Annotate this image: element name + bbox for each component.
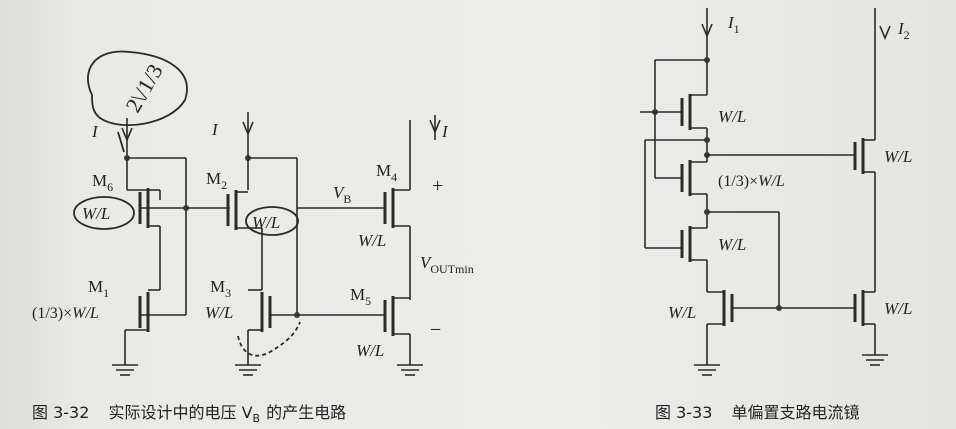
plus-sign: + bbox=[432, 175, 443, 197]
t4-wl: W/L bbox=[668, 303, 696, 322]
vb-label: VB bbox=[333, 183, 351, 206]
m2-label: M2 bbox=[206, 169, 227, 192]
current-label-m2: I bbox=[211, 120, 219, 139]
m3-wl: W/L bbox=[205, 303, 233, 322]
t1-wl: W/L bbox=[718, 107, 746, 126]
vout-label: VOUTmin bbox=[420, 253, 474, 276]
t6-wl: W/L bbox=[884, 299, 912, 318]
m5-wl: W/L bbox=[356, 341, 384, 360]
handwritten-circle-middle bbox=[245, 206, 299, 236]
current-label-left: I bbox=[91, 122, 99, 141]
handwritten-annotation bbox=[87, 50, 188, 126]
t3-wl: W/L bbox=[718, 235, 746, 254]
current-arrow-icon-i1 bbox=[701, 23, 713, 39]
figure-3-32: 2\/1/3 I M6 W/L M1 (1 bbox=[32, 50, 474, 376]
m1-wl: (1/3)×W/L bbox=[32, 305, 99, 322]
i1-label: I1 bbox=[727, 13, 740, 36]
m6-label: M6 bbox=[92, 171, 113, 194]
m2-wl: W/L bbox=[252, 213, 280, 232]
figure-3-33: I1 W/L (1/3)×W/L bbox=[640, 8, 912, 376]
m1-label: M1 bbox=[88, 277, 109, 300]
minus-sign: − bbox=[430, 319, 441, 341]
current-arrow-icon-i2 bbox=[879, 25, 891, 41]
figure2-caption: 图 3-33 单偏置支路电流镜 bbox=[655, 403, 860, 422]
m5-label: M5 bbox=[350, 285, 371, 308]
current-arrow-icon bbox=[121, 127, 133, 143]
handwritten-text: 2\/1/3 bbox=[120, 60, 167, 117]
handwritten-curve bbox=[237, 321, 301, 357]
m3-label: M3 bbox=[210, 277, 231, 300]
t2-wl: (1/3)×W/L bbox=[718, 173, 785, 190]
current-label-m4: I bbox=[441, 122, 449, 141]
m4-wl: W/L bbox=[358, 231, 386, 250]
current-arrow-icon-2 bbox=[242, 121, 254, 137]
handwritten-arrow bbox=[117, 131, 125, 153]
handwritten-circle-left bbox=[73, 196, 135, 230]
m6-wl: W/L bbox=[82, 204, 110, 223]
t5-wl: W/L bbox=[884, 147, 912, 166]
i2-label: I2 bbox=[897, 19, 910, 42]
m4-label: M4 bbox=[376, 161, 397, 184]
